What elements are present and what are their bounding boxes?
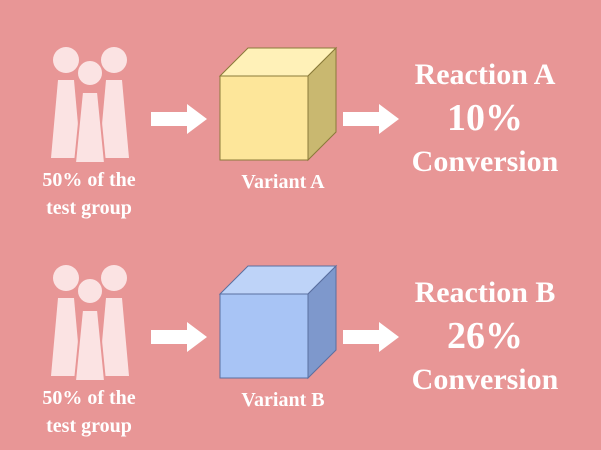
variant-label: Variant A bbox=[241, 171, 325, 193]
arrow-right-icon bbox=[151, 104, 207, 134]
variant-b-row: 50% of the test group Variant B Reaction… bbox=[0, 218, 601, 443]
arrow-right-icon bbox=[343, 322, 399, 352]
group-label-line-1: 50% of the bbox=[42, 169, 136, 191]
people-group-icon bbox=[51, 265, 129, 382]
conversion-percent: 10% bbox=[447, 97, 523, 139]
reaction-title: Reaction B bbox=[414, 276, 556, 309]
reaction-result: Reaction A 10% Conversion bbox=[392, 56, 578, 182]
conversion-label: Conversion bbox=[411, 145, 559, 178]
reaction-result: Reaction B 26% Conversion bbox=[392, 274, 578, 400]
variant-label: Variant B bbox=[241, 389, 325, 411]
conversion-percent: 26% bbox=[447, 315, 523, 357]
group-label: 50% of the test group bbox=[14, 384, 164, 440]
people-group-icon bbox=[51, 47, 129, 164]
group-label-line-2: test group bbox=[46, 415, 132, 437]
conversion-label: Conversion bbox=[411, 363, 559, 396]
cube-icon bbox=[218, 264, 338, 380]
arrow-right-icon bbox=[151, 322, 207, 352]
group-label-line-1: 50% of the bbox=[42, 387, 136, 409]
arrow-right-icon bbox=[343, 104, 399, 134]
group-label-line-2: test group bbox=[46, 197, 132, 219]
group-label: 50% of the test group bbox=[14, 166, 164, 222]
variant-a-row: 50% of the test group Variant A Reaction… bbox=[14, 46, 578, 222]
reaction-title: Reaction A bbox=[414, 58, 556, 91]
cube-icon bbox=[218, 46, 338, 162]
